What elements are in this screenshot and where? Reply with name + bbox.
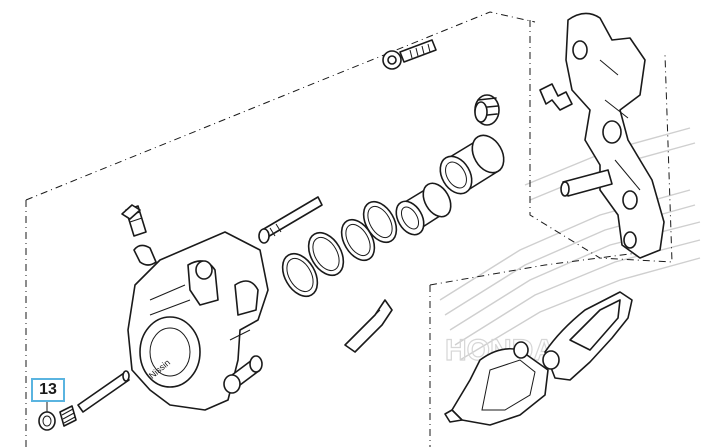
bleeder-valve bbox=[121, 204, 147, 237]
pad-pin-bolt bbox=[223, 355, 263, 394]
caliper-body: Nissin bbox=[127, 231, 269, 411]
lock-nut bbox=[38, 411, 56, 431]
piston-seals bbox=[281, 200, 398, 298]
bracket-pin bbox=[560, 169, 613, 197]
bleeder-cap bbox=[133, 244, 157, 266]
brake-pad-outer bbox=[542, 291, 633, 381]
caliper-pin-long bbox=[258, 196, 323, 244]
pin-boot bbox=[474, 94, 500, 126]
part-callout-13[interactable]: 13 bbox=[31, 378, 65, 402]
piston-large bbox=[439, 134, 505, 195]
mounting-bolt bbox=[382, 39, 437, 70]
pad-spring bbox=[344, 299, 393, 353]
brake-pad-inner bbox=[444, 341, 549, 426]
caliper-bracket bbox=[565, 12, 665, 259]
caliper-pin-13 bbox=[77, 370, 130, 413]
pin-spring bbox=[59, 405, 77, 427]
assembly-boundary-lines bbox=[25, 11, 673, 447]
pad-retainer-clip bbox=[539, 83, 573, 111]
piston-small bbox=[395, 182, 452, 236]
